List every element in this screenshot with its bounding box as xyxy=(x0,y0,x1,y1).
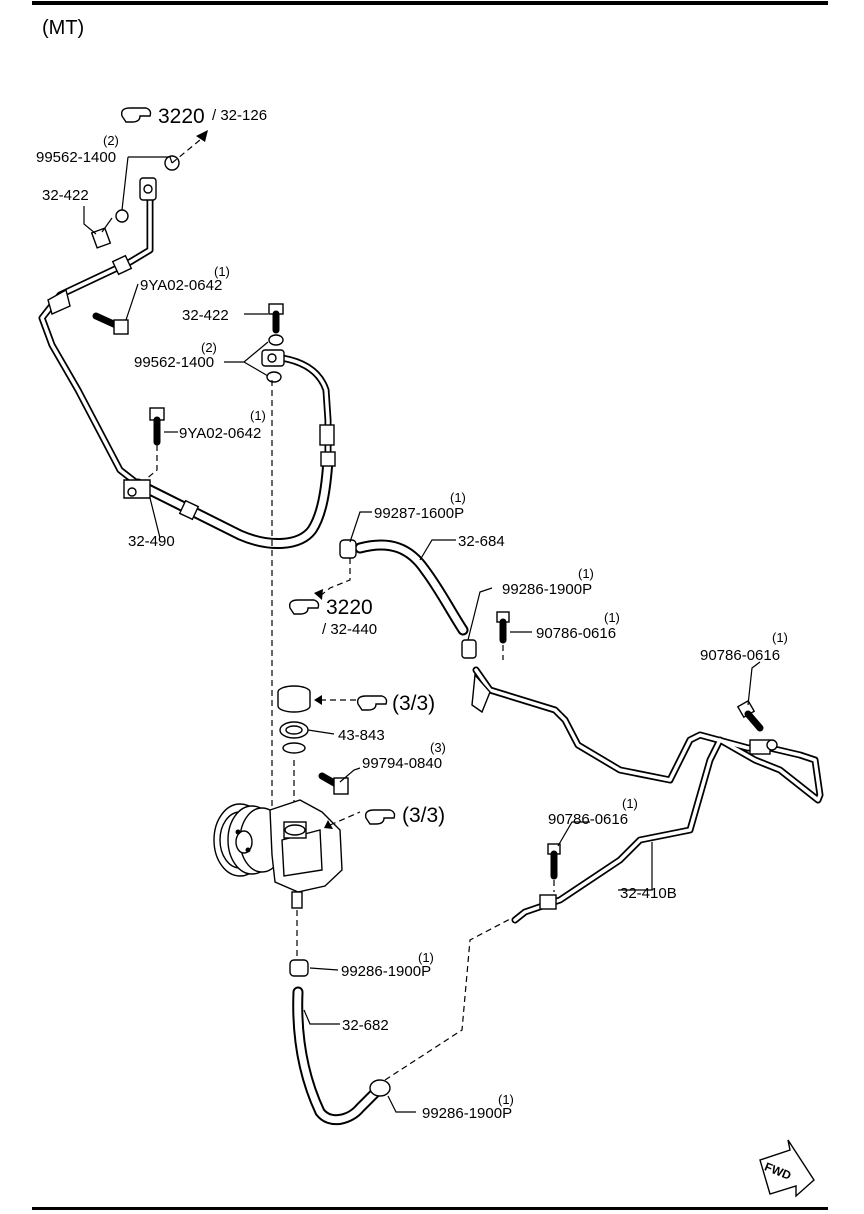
svg-text:32-490: 32-490 xyxy=(128,533,175,550)
label-p6[interactable]: (1) 9YA02-0642 xyxy=(179,408,266,442)
leader-lines xyxy=(83,156,761,1113)
washer-99562-1400-c[interactable] xyxy=(268,334,284,346)
washer-99562-1400-a[interactable] xyxy=(115,209,129,223)
svg-text:(1): (1) xyxy=(214,264,230,279)
svg-text:(2): (2) xyxy=(201,340,217,355)
bolt-32-422-upper[interactable] xyxy=(90,217,113,249)
svg-text:/ 32-440: / 32-440 xyxy=(322,621,377,638)
label-p14[interactable]: (3) 99794-0840 xyxy=(362,740,446,772)
svg-text:(1): (1) xyxy=(418,950,434,965)
svg-text:3220: 3220 xyxy=(158,105,205,128)
svg-text:32-410B: 32-410B xyxy=(620,885,677,902)
svg-text:(1): (1) xyxy=(772,630,788,645)
reference-r2[interactable]: 3220 / 32-440 xyxy=(288,596,377,638)
svg-text:(1): (1) xyxy=(250,408,266,423)
svg-text:(2): (2) xyxy=(103,133,119,148)
label-p10[interactable]: (1) 99286-1900P xyxy=(502,566,594,598)
o-ring-43-843[interactable] xyxy=(279,721,309,754)
pressure-pipe-32-490[interactable] xyxy=(38,177,336,549)
label-p19[interactable]: (1) 99286-1900P xyxy=(422,1092,514,1122)
svg-text:/ 32-126: / 32-126 xyxy=(212,107,267,124)
label-p7[interactable]: 32-490 xyxy=(128,533,175,550)
label-p3[interactable]: (1) 9YA02-0642 xyxy=(140,264,230,294)
svg-text:32-684: 32-684 xyxy=(458,533,505,550)
suction-hose-32-682[interactable] xyxy=(292,986,382,1126)
svg-text:32-422: 32-422 xyxy=(42,187,89,204)
svg-text:(3): (3) xyxy=(430,740,446,755)
clamp-99286-1900p-upper[interactable] xyxy=(461,639,477,659)
bolt-99794-0840[interactable] xyxy=(318,772,349,795)
return-pipe-32-410b[interactable] xyxy=(471,666,824,924)
clamp-99287-1600p[interactable] xyxy=(339,539,357,559)
svg-text:43-843: 43-843 xyxy=(338,727,385,744)
label-p4[interactable]: 32-422 xyxy=(182,307,229,324)
bottom-border-line xyxy=(32,1207,828,1210)
pointing-hand-icon xyxy=(356,695,388,711)
washer-99562-1400-d[interactable] xyxy=(266,371,282,383)
svg-text:90786-0616: 90786-0616 xyxy=(548,811,628,828)
reference-r3[interactable]: (3/3) xyxy=(356,692,436,715)
svg-text:(3/3): (3/3) xyxy=(402,804,445,827)
svg-text:99286-1900P: 99286-1900P xyxy=(422,1105,512,1122)
bolt-90786-0616-a[interactable] xyxy=(496,611,510,644)
pointing-hand-icon xyxy=(120,107,152,123)
svg-text:(1): (1) xyxy=(498,1092,514,1107)
svg-text:(1): (1) xyxy=(622,796,638,811)
clamp-99286-1900p-lower[interactable] xyxy=(369,1079,391,1097)
pointing-hand-icon xyxy=(364,809,396,825)
bolt-32-422-middle[interactable] xyxy=(268,303,284,334)
svg-text:99562-1400: 99562-1400 xyxy=(36,149,116,166)
label-p15[interactable]: (1) 90786-0616 xyxy=(548,796,638,828)
svg-text:(1): (1) xyxy=(578,566,594,581)
bolt-90786-0616-c[interactable] xyxy=(547,843,561,880)
fwd-arrow-icon: FWD xyxy=(759,1139,815,1198)
reference-r1[interactable]: 3220 / 32-126 xyxy=(120,105,267,128)
svg-text:(1): (1) xyxy=(604,610,620,625)
top-border-line xyxy=(32,1,828,5)
clamp-99286-1900p-middle[interactable] xyxy=(289,959,309,977)
label-p1[interactable]: (2) 99562-1400 xyxy=(36,133,119,166)
svg-text:90786-0616: 90786-0616 xyxy=(536,625,616,642)
bolt-9ya02-0642-lower[interactable] xyxy=(149,407,165,446)
svg-text:99286-1900P: 99286-1900P xyxy=(502,581,592,598)
svg-text:99562-1400: 99562-1400 xyxy=(134,354,214,371)
label-p5[interactable]: (2) 99562-1400 xyxy=(134,340,217,371)
label-p18[interactable]: 32-682 xyxy=(342,1017,389,1034)
label-p13[interactable]: 43-843 xyxy=(338,727,385,744)
svg-text:9YA02-0642: 9YA02-0642 xyxy=(179,425,261,442)
bolt-9ya02-0642-upper[interactable] xyxy=(92,312,129,335)
svg-text:99287-1600P: 99287-1600P xyxy=(374,505,464,522)
svg-text:9YA02-0642: 9YA02-0642 xyxy=(140,277,222,294)
svg-text:32-682: 32-682 xyxy=(342,1017,389,1034)
label-p2[interactable]: 32-422 xyxy=(42,187,89,204)
svg-text:99286-1900P: 99286-1900P xyxy=(341,963,431,980)
bolt-90786-0616-b[interactable] xyxy=(736,699,764,732)
svg-text:(1): (1) xyxy=(450,490,466,505)
svg-text:32-422: 32-422 xyxy=(182,307,229,324)
svg-text:90786-0616: 90786-0616 xyxy=(700,647,780,664)
label-p16[interactable]: 32-410B xyxy=(620,885,677,902)
reference-r4[interactable]: (3/3) xyxy=(364,804,446,827)
pointing-hand-icon xyxy=(288,599,320,615)
label-p11[interactable]: (1) 90786-0616 xyxy=(536,610,620,642)
svg-text:3220: 3220 xyxy=(326,596,373,619)
label-p8[interactable]: (1) 99287-1600P xyxy=(374,490,466,522)
reservoir-cap[interactable] xyxy=(277,685,311,713)
power-steering-pump[interactable] xyxy=(213,799,343,909)
svg-text:(3/3): (3/3) xyxy=(392,692,435,715)
label-p9[interactable]: 32-684 xyxy=(458,533,505,550)
svg-text:99794-0840: 99794-0840 xyxy=(362,755,442,772)
label-p12[interactable]: (1) 90786-0616 xyxy=(700,630,788,664)
variant-label: (MT) xyxy=(42,17,84,39)
label-p17[interactable]: (1) 99286-1900P xyxy=(341,950,434,980)
return-hose-32-684[interactable] xyxy=(354,539,469,636)
